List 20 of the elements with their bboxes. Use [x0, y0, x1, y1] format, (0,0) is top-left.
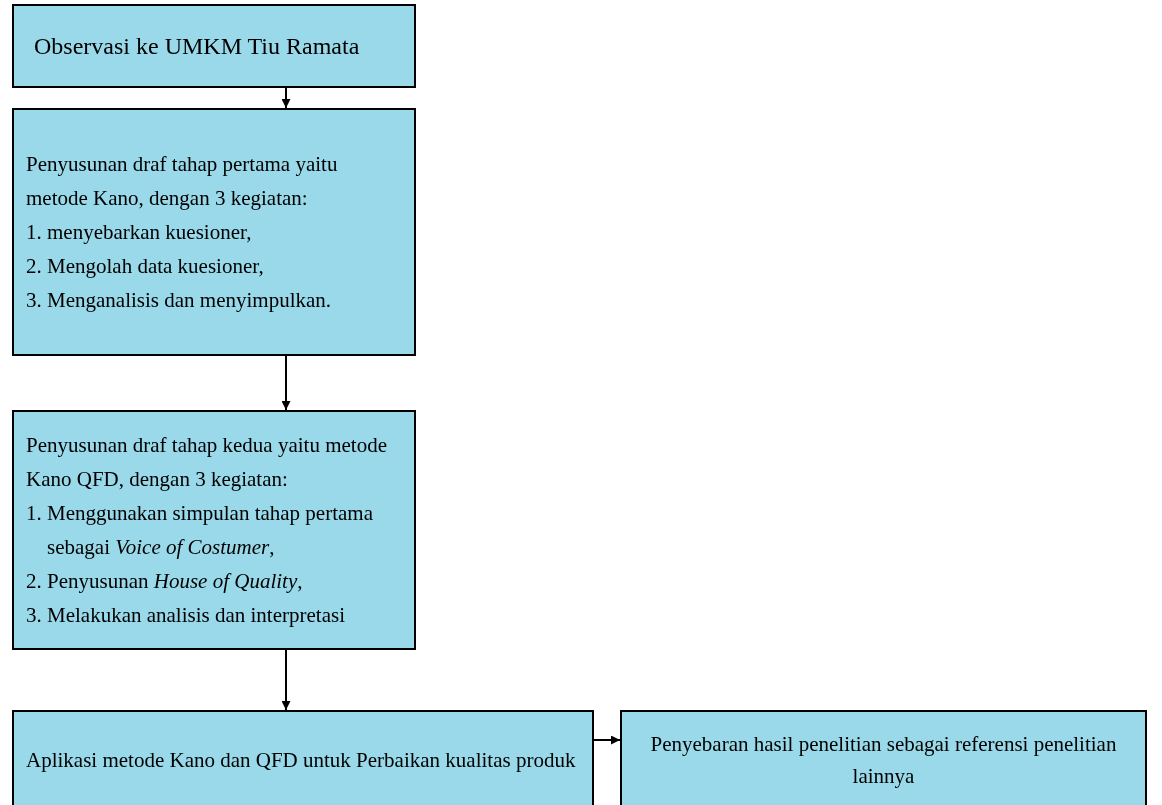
process-box — [620, 710, 1147, 805]
list-item: 2. Mengolah data kuesioner, — [26, 253, 265, 280]
process-box — [12, 710, 594, 805]
box-text: Penyebaran hasil penelitian sebagai referensi penelitian lainnya — [649, 731, 1118, 790]
list-item: 1. Menggunakan simpulan tahap pertama sebagai Voice of Costumer, — [26, 500, 374, 561]
process-box — [12, 108, 416, 356]
arrow — [593, 735, 621, 745]
box-text: Penyusunan draf tahap kedua yaitu metode Kano QFD, dengan 3 kegiatan: — [26, 432, 388, 493]
arrow — [281, 355, 291, 411]
box-text: Aplikasi metode Kano dan QFD untuk Perbaikan kualitas produk — [26, 747, 577, 774]
arrow — [281, 87, 291, 109]
arrow — [281, 649, 291, 711]
list-item: 1. menyebarkan kuesioner, — [26, 219, 253, 246]
box-text: Observasi ke UMKM Tiu Ramata — [34, 32, 361, 61]
list-item: 3. Menganalisis dan menyimpulkan. — [26, 287, 333, 314]
process-box — [12, 410, 416, 650]
box-text: Penyusunan draf tahap pertama yaitu metode Kano, dengan 3 kegiatan: — [26, 151, 339, 212]
list-item: 2. Penyusunan House of Quality, — [26, 568, 304, 595]
list-item: 3. Melakukan analisis dan interpretasi — [26, 602, 346, 629]
process-box — [12, 4, 416, 88]
